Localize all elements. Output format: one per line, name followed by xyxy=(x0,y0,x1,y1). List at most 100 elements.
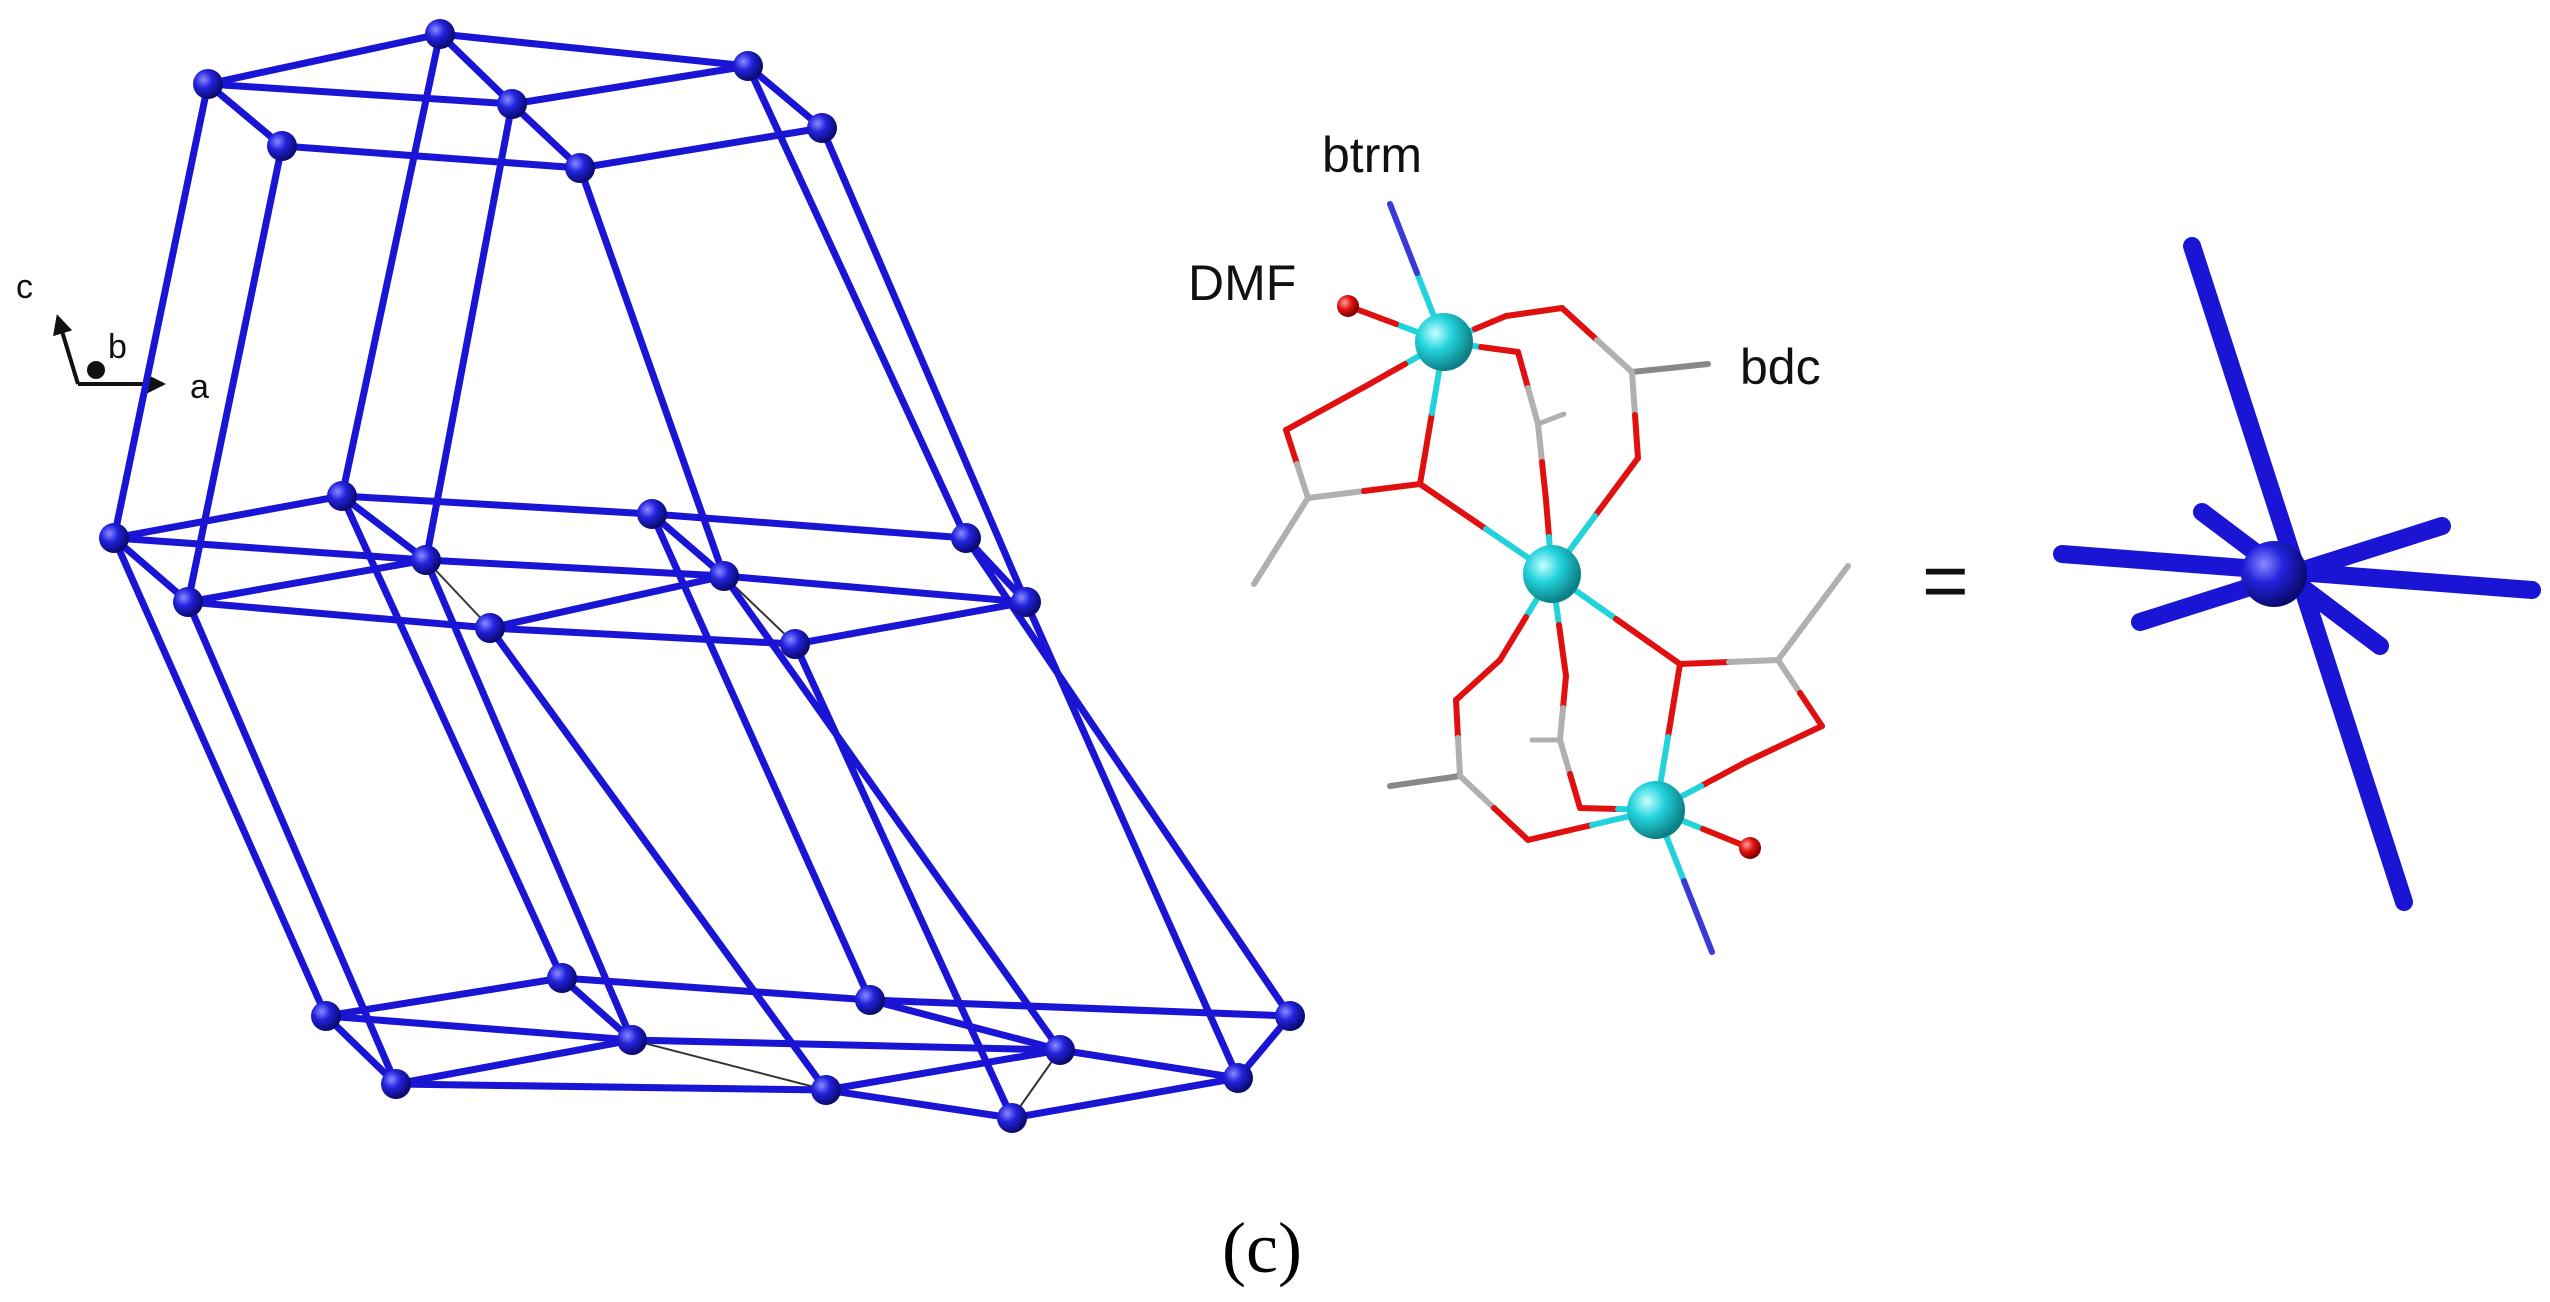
zn-n-bond xyxy=(1387,201,1420,276)
framework-node xyxy=(780,629,810,659)
framework-node xyxy=(1045,1035,1075,1065)
zn-o-bond xyxy=(1363,361,1408,389)
framework-pillar xyxy=(110,534,330,1020)
framework-bond xyxy=(558,974,636,1044)
c-o-bond xyxy=(1775,657,1803,696)
framework-bond xyxy=(338,492,656,518)
c-o-bond xyxy=(1557,705,1566,743)
zn-o-bond xyxy=(1613,616,1683,667)
framework-bond xyxy=(648,510,728,580)
framework-node xyxy=(99,523,129,553)
framework-bond xyxy=(486,624,799,648)
o-bond xyxy=(1743,723,1825,765)
framework-node xyxy=(475,613,505,643)
zn-o-bond xyxy=(1698,759,1749,789)
c-o-bond xyxy=(1457,773,1497,811)
framework-pillar xyxy=(648,510,874,1004)
axis-indicator: c b a xyxy=(16,268,209,406)
c-o-bond xyxy=(1453,697,1461,741)
framework-bond xyxy=(822,1046,1064,1094)
framework-bond xyxy=(392,1036,636,1088)
c-o-bond xyxy=(1535,421,1545,465)
framework-node xyxy=(637,499,667,529)
framework-node xyxy=(807,113,837,143)
dmf-label: DMF xyxy=(1188,255,1296,311)
node-center xyxy=(2241,541,2307,607)
bdc-label: bdc xyxy=(1740,339,1821,395)
framework-node xyxy=(855,985,885,1015)
methyl-bond xyxy=(1629,361,1711,375)
c-o-bond xyxy=(1632,412,1641,461)
framework-thin-bond xyxy=(425,559,491,629)
framework-pillar xyxy=(744,62,970,542)
framework-bond xyxy=(866,996,1294,1020)
c-o-bond xyxy=(1559,305,1600,343)
framework-pillar xyxy=(422,100,516,564)
framework-bond xyxy=(184,556,430,606)
framework-bond xyxy=(184,598,494,632)
framework-pillar xyxy=(791,640,1016,1122)
c-o-bond xyxy=(1677,659,1732,667)
framework-bond xyxy=(508,100,584,172)
framework-pillar xyxy=(962,534,1294,1020)
zinc-atom xyxy=(1415,313,1473,371)
framework-bond xyxy=(110,492,346,542)
zn-o-bond xyxy=(1577,805,1621,812)
framework-bond xyxy=(204,80,286,150)
equals-sign: = xyxy=(1922,536,1969,625)
framework-pillar xyxy=(338,30,444,500)
zinc-atom xyxy=(1627,781,1685,839)
framework-pillar xyxy=(422,556,636,1044)
panel-caption: (c) xyxy=(1222,1208,1302,1288)
c-o-bond xyxy=(1515,349,1531,391)
framework-bond xyxy=(436,30,516,108)
c-o-bond xyxy=(1525,385,1541,427)
framework-node xyxy=(1011,587,1041,617)
c-o-bond xyxy=(1539,459,1549,503)
framework-bond xyxy=(791,598,1030,648)
o-bond xyxy=(1503,305,1565,319)
framework-pillar xyxy=(1022,598,1242,1082)
c-o-bond xyxy=(1567,771,1583,811)
framework-bond xyxy=(204,30,444,88)
zn-o-bond xyxy=(1592,455,1641,519)
framework-node xyxy=(565,153,595,183)
axis-b-label: b xyxy=(108,328,127,366)
methyl-bond xyxy=(1775,563,1851,663)
framework-bond xyxy=(278,142,584,172)
c-o-bond xyxy=(1594,337,1635,375)
c-o-bond xyxy=(1629,369,1638,418)
framework-node xyxy=(1275,1001,1305,1031)
zn-o-bond xyxy=(1417,481,1489,532)
framework-bond xyxy=(822,1086,1016,1122)
framework-bond xyxy=(422,556,728,580)
c-o-bond xyxy=(1557,737,1573,777)
framework-net xyxy=(99,19,1305,1133)
o-bond xyxy=(1283,383,1369,433)
zn-o-bond xyxy=(1478,344,1521,355)
c-o-bond xyxy=(1726,657,1781,665)
framework-bond xyxy=(436,30,752,70)
framework-node xyxy=(173,587,203,617)
framework-node xyxy=(425,19,455,49)
framework-pillar xyxy=(486,624,830,1094)
framework-pillar xyxy=(338,492,566,982)
zn-o-bond xyxy=(1472,313,1509,332)
btrm-label: btrm xyxy=(1322,127,1422,183)
c-o-bond xyxy=(1491,805,1531,843)
framework-node xyxy=(1223,1063,1253,1093)
framework-bond xyxy=(866,996,1064,1054)
o-bond xyxy=(1453,657,1503,703)
framework-bond xyxy=(558,974,874,1004)
framework-node xyxy=(617,1025,647,1055)
c-o-bond xyxy=(1294,461,1311,501)
zinc-coordination-chain xyxy=(1251,201,1851,955)
framework-node xyxy=(193,69,223,99)
dmf-oxygen-atom xyxy=(1337,295,1359,317)
c-o-bond xyxy=(1797,690,1825,729)
eight-connected-node xyxy=(2053,237,2541,911)
framework-pillar xyxy=(110,80,212,542)
framework-bond xyxy=(338,492,430,564)
framework-bond xyxy=(628,1036,1064,1054)
framework-bond xyxy=(322,1012,400,1088)
